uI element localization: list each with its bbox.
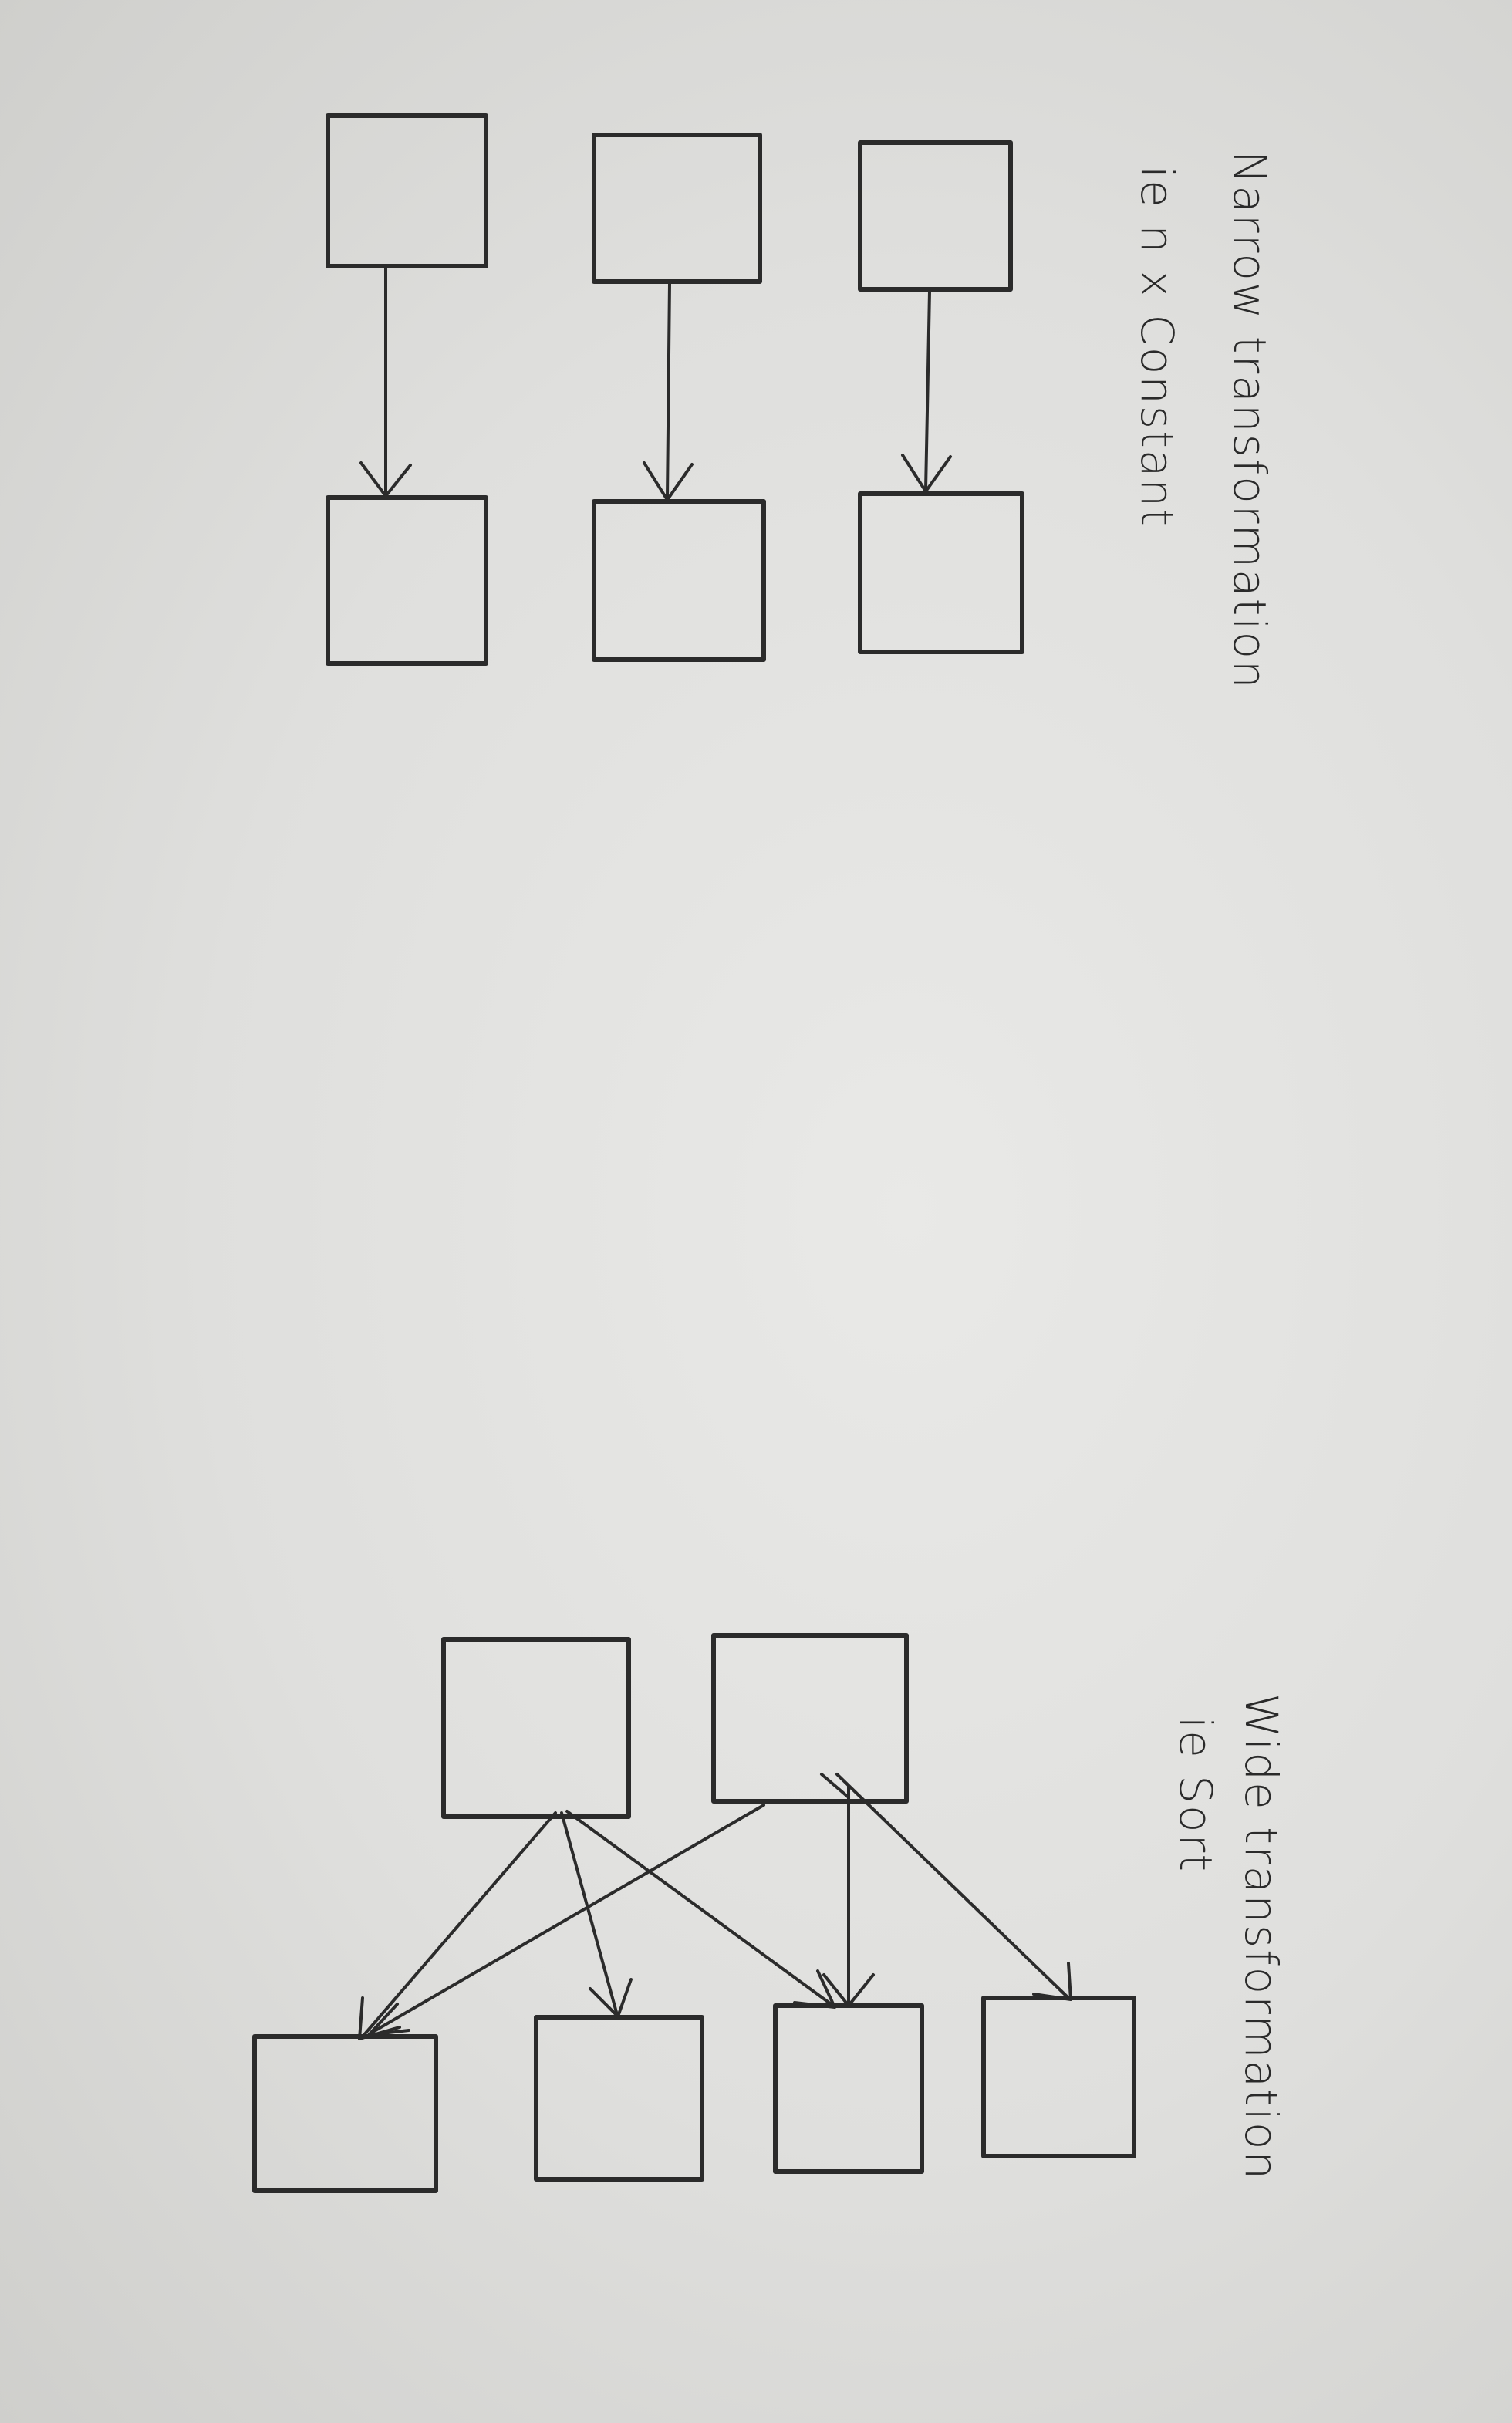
wide-arrowhead-in1-out1 <box>358 1996 401 2040</box>
wide-edge-in2-out1 <box>369 1804 765 2035</box>
wide-edge-in1-out3 <box>565 1810 835 2007</box>
wide-example: ie Sort <box>1169 1716 1222 1873</box>
wide-diagram <box>252 1633 1136 2193</box>
wide-arrowhead-in1-out2 <box>589 1978 633 2018</box>
narrow-diagram <box>326 113 1024 666</box>
wide-edge-in1-out1 <box>361 1811 557 2038</box>
wide-box-out-3 <box>773 2003 924 2174</box>
wide-edge-in1-out2 <box>560 1811 619 2016</box>
wide-edge-in2-out4 <box>835 1773 1070 1999</box>
narrow-box-n3 <box>592 133 762 284</box>
narrow-box-n6 <box>326 495 488 666</box>
narrow-title: Narrow transformation <box>1223 150 1276 690</box>
narrow-title-group: Narrow transformation <box>1223 150 1276 690</box>
narrow-box-n1 <box>858 140 1013 292</box>
wide-arrowhead-in2-out1-b <box>367 2003 410 2037</box>
narrow-example-group: ie n x Constant <box>1131 166 1183 528</box>
narrow-box-n2 <box>858 491 1024 654</box>
wide-pen-mark <box>820 1773 850 1799</box>
narrow-edge-2 <box>666 282 671 499</box>
narrow-box-n5 <box>326 113 488 268</box>
narrow-example: ie n x Constant <box>1131 166 1183 528</box>
narrow-edge-1 <box>924 290 931 491</box>
wide-box-in-1 <box>441 1637 631 1819</box>
wide-title-group: Wide transformation <box>1235 1693 1288 2181</box>
wide-example-group: ie Sort <box>1169 1716 1222 1873</box>
wide-box-out-4 <box>981 1996 1136 2158</box>
wide-title: Wide transformation <box>1235 1693 1288 2181</box>
wide-box-in-2 <box>711 1633 909 1804</box>
wide-arrowhead-in1-out3 <box>793 1969 836 2009</box>
wide-box-out-1 <box>252 2034 438 2193</box>
wide-arrowhead-in2-out3 <box>822 1973 875 2007</box>
wide-box-out-2 <box>534 2015 704 2182</box>
wide-arrowhead-in2-out4 <box>1032 1962 1072 2001</box>
narrow-box-n4 <box>592 499 766 662</box>
